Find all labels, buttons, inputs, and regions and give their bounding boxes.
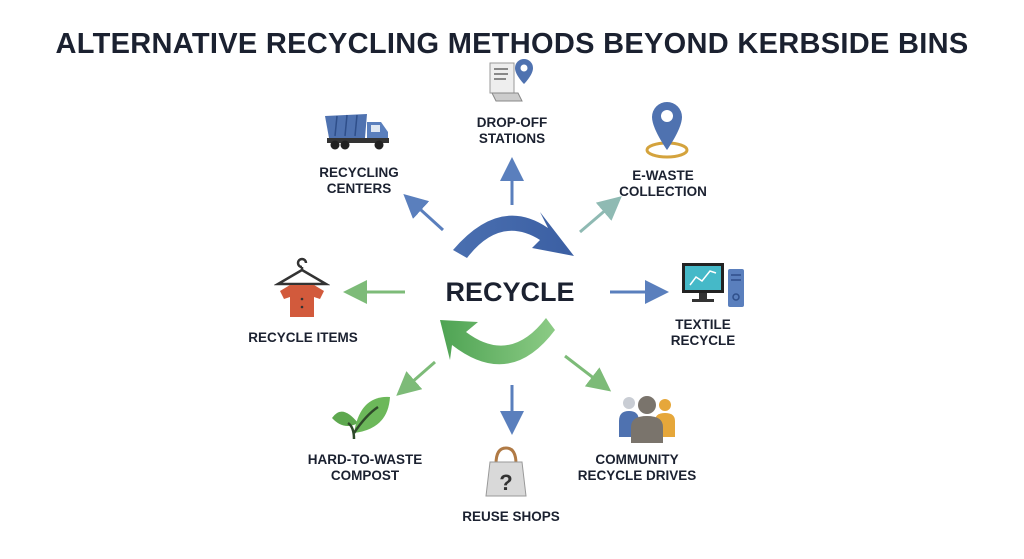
label-line: REUSE SHOPS [462,509,560,524]
people-icon [619,396,675,443]
label-recycling-centers: RECYCLING CENTERS [259,165,459,197]
location-pin-icon [645,102,689,159]
truck-icon [325,114,389,150]
label-reuse-shops: REUSE SHOPS [411,509,611,525]
label-line: HARD-TO-WASTE [307,452,423,467]
arrow-community [564,354,612,392]
label-line: COMMUNITY [595,452,679,467]
svg-text:?: ? [499,470,512,495]
label-line: E-WASTE [632,168,694,183]
shopping-bag-icon: ? [485,446,527,497]
label-line: COMPOST [330,468,400,483]
leaf-icon [332,396,390,440]
label-textile-recycle: TEXTILE RECYCLE [603,317,803,349]
label-line: RECYCLE DRIVES [577,468,697,483]
label-recycle-items: RECYCLE ITEMS [203,330,403,346]
label-line: DROP-OFF [476,115,548,130]
green-cycle-arrow [440,318,555,365]
arrow-e-waste [579,196,622,234]
arrow-recycling-centers [403,193,445,232]
label-line: CENTERS [326,181,392,196]
label-e-waste-collection: E-WASTE COLLECTION [563,168,763,200]
hanger-shirt-icon [274,257,330,317]
center-label: RECYCLE [445,277,575,307]
label-line: STATIONS [478,131,546,146]
computer-icon [682,263,744,307]
label-line: RECYCLE [670,333,736,348]
blue-cycle-arrow [453,212,574,258]
label-drop-off-stations: DROP-OFF STATIONS [412,115,612,147]
label-hard-to-waste-compost: HARD-TO-WASTE COMPOST [265,452,465,484]
label-line: TEXTILE [675,317,731,332]
diagram-title: ALTERNATIVE RECYCLING METHODS BEYOND KER… [55,28,969,60]
label-line: COLLECTION [619,184,707,199]
label-community-recycle-drives: COMMUNITY RECYCLE DRIVES [537,452,737,484]
arrow-compost [396,360,436,396]
document-pin-icon [489,59,533,102]
label-line: RECYCLE ITEMS [248,330,358,345]
label-line: RECYCLING [319,165,399,180]
